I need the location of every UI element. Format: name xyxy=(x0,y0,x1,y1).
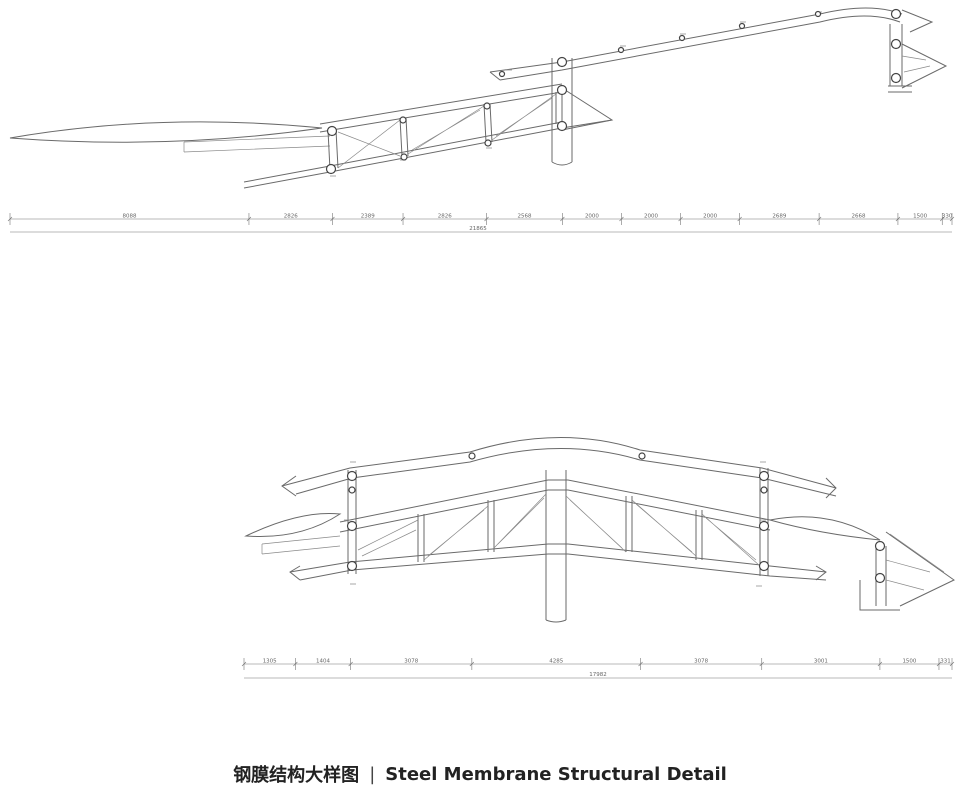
top-tick xyxy=(949,213,955,225)
top-tick xyxy=(484,213,489,225)
top-segment-dim: 2389 xyxy=(361,214,375,220)
bottom-segment-dim: 1305 xyxy=(263,659,277,665)
right-hanger xyxy=(888,24,948,93)
bottom-segment-dim: 331 xyxy=(940,659,951,665)
bottom-tick xyxy=(949,658,955,670)
bottom-tick xyxy=(241,658,247,670)
bottom-segment-dim: 1404 xyxy=(316,659,330,665)
top-tick xyxy=(400,213,406,225)
top-segment-dim: 8088 xyxy=(122,214,136,220)
drawing-caption: 钢膜结构大样图 | Steel Membrane Structural Deta… xyxy=(0,760,960,788)
top-elevation xyxy=(9,7,948,189)
bottom-tick xyxy=(469,658,475,670)
truss-arrow-right xyxy=(561,87,614,131)
top-segment-dim: 2826 xyxy=(438,214,452,220)
bottom-segment-dim: 3001 xyxy=(814,659,828,665)
clamp-marks xyxy=(330,11,822,177)
top-segment-dim: 330 xyxy=(942,214,953,220)
membrane-leaf-left-bottom xyxy=(244,513,342,537)
top-tick xyxy=(330,213,335,225)
bottom-total-dim: 17982 xyxy=(589,672,607,678)
clamp-marks-bottom xyxy=(344,461,766,587)
bottom-tick xyxy=(348,658,353,670)
top-segment-dim: 1500 xyxy=(913,214,927,220)
lower-chord xyxy=(289,543,827,581)
caption-zh: 钢膜结构大样图 xyxy=(233,765,360,786)
top-dimensions: 8088 2826 2389 2826 2568 2000 2000 2000 2689 2668… xyxy=(7,213,955,233)
top-segment-dim: 2689 xyxy=(772,214,786,220)
membrane-leaf-right-bottom xyxy=(769,516,881,541)
top-segment-dim: 2000 xyxy=(585,214,599,220)
tube-left xyxy=(183,135,331,153)
tube-left-bottom xyxy=(261,535,341,555)
truss-diagonals xyxy=(337,93,557,169)
top-tick xyxy=(678,213,683,225)
bottom-tick xyxy=(638,658,643,670)
top-tick xyxy=(895,213,901,225)
bottom-tick xyxy=(936,658,942,670)
bottom-tick xyxy=(293,658,298,670)
truss-upper-chord xyxy=(319,83,563,133)
top-tick xyxy=(940,213,945,225)
right-hanger-bottom xyxy=(859,531,955,611)
mid-chord xyxy=(339,479,771,533)
truss-diagonals-bottom xyxy=(357,493,761,567)
bottom-segment-dim: 4285 xyxy=(549,659,563,665)
top-segment-dim: 2000 xyxy=(644,214,658,220)
top-tick xyxy=(560,213,565,225)
top-tick xyxy=(246,213,252,225)
bottom-segment-dim: 3078 xyxy=(694,659,708,665)
top-segment-dim: 2000 xyxy=(703,214,717,220)
top-segment-dim: 2668 xyxy=(852,214,866,220)
top-tick xyxy=(737,213,742,225)
bottom-tick xyxy=(759,658,764,670)
right-hanger-diag-bottom xyxy=(885,533,945,591)
lower-tips xyxy=(289,565,827,581)
column-top xyxy=(551,58,573,166)
top-tick xyxy=(619,213,624,225)
nodes-top xyxy=(325,8,902,175)
bottom-segment-dim: 3078 xyxy=(404,659,418,665)
nodes-bottom xyxy=(346,452,886,584)
arch-tips xyxy=(281,475,837,499)
truss-verticals xyxy=(327,92,563,171)
caption-en: Steel Membrane Structural Detail xyxy=(385,763,727,785)
top-tick xyxy=(816,213,822,225)
column-bottom xyxy=(545,470,567,623)
arch-chord xyxy=(281,437,837,497)
truss-lower-chord xyxy=(243,119,613,189)
caption-separator: | xyxy=(369,763,376,785)
bottom-elevation xyxy=(244,437,955,623)
bottom-segment-dim: 1500 xyxy=(902,659,916,665)
truss-verticals-bottom xyxy=(347,468,769,576)
bottom-dimensions: 1305 1404 3078 4285 3078 3001 1500 331 17982 xyxy=(241,658,955,679)
top-segment-dim: 2826 xyxy=(284,214,298,220)
right-hanger-diag xyxy=(901,55,931,73)
upper-arm-tip xyxy=(901,9,934,33)
membrane-leaf-left xyxy=(9,121,323,143)
top-tick xyxy=(7,213,13,225)
top-segment-dim: 2568 xyxy=(517,214,531,220)
top-total-dim: 21865 xyxy=(469,226,487,232)
bottom-tick xyxy=(877,658,883,670)
